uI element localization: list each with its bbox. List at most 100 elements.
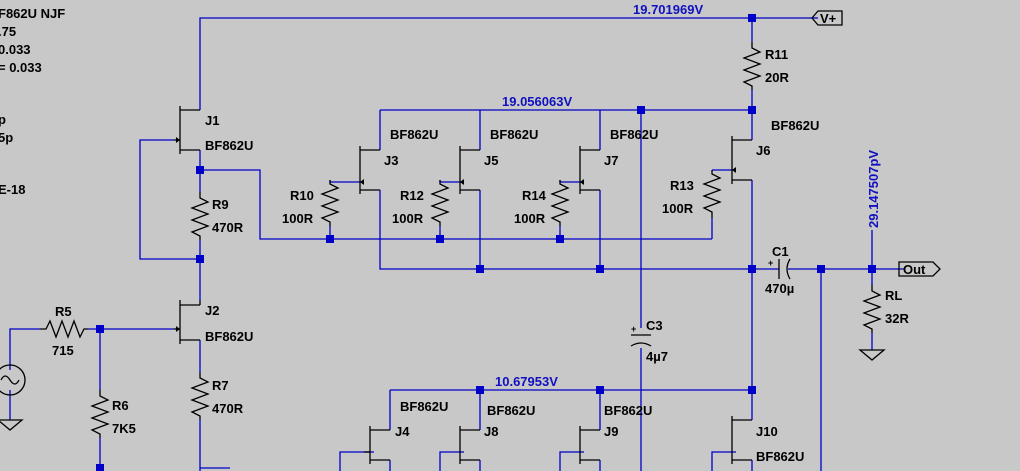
directive-line: F862U NJF bbox=[0, 6, 65, 21]
junction bbox=[748, 265, 756, 273]
wire-output-bus bbox=[379, 190, 752, 270]
net-label-vplus: 19.701969V bbox=[633, 2, 703, 17]
port-out[interactable]: Out bbox=[898, 261, 941, 277]
r10-name: R10 bbox=[290, 188, 314, 203]
net-label-upper-rail: 19.056063V bbox=[502, 94, 572, 109]
wire-j1-gate bbox=[139, 139, 200, 260]
j2-name: J2 bbox=[205, 303, 219, 318]
junction bbox=[596, 386, 604, 394]
port-out-label: Out bbox=[903, 262, 926, 277]
j6-model: BF862U bbox=[771, 118, 819, 133]
junction bbox=[637, 106, 645, 114]
capacitor-c1-symbol[interactable]: + bbox=[768, 258, 791, 280]
j9-model: BF862U bbox=[604, 403, 652, 418]
resistor-r13-symbol[interactable] bbox=[702, 170, 722, 218]
wire-gate-bus bbox=[200, 169, 712, 240]
junction bbox=[196, 255, 204, 263]
junction bbox=[96, 325, 104, 333]
voltage-source-symbol[interactable] bbox=[0, 364, 26, 396]
r7-name: R7 bbox=[212, 378, 229, 393]
r14-value: 100R bbox=[514, 211, 546, 226]
r6-value: 7K5 bbox=[112, 421, 136, 436]
j8-model: BF862U bbox=[487, 403, 535, 418]
wire-j9-gate bbox=[559, 451, 584, 471]
resistor-r10-symbol[interactable] bbox=[320, 180, 340, 226]
wire-j3-gate bbox=[329, 180, 364, 183]
capacitor-c3-symbol[interactable]: + bbox=[630, 324, 652, 348]
r7-value: 470R bbox=[212, 401, 244, 416]
r13-value: 100R bbox=[662, 201, 694, 216]
jfet-j5-symbol[interactable] bbox=[459, 146, 480, 194]
junctions bbox=[96, 14, 876, 471]
junction bbox=[596, 265, 604, 273]
jfet-j10-symbol[interactable] bbox=[731, 416, 752, 464]
svg-text:+: + bbox=[768, 258, 773, 268]
wire-j10-gate bbox=[711, 451, 736, 471]
j4-model: BF862U bbox=[400, 399, 448, 414]
directive-line: .75 bbox=[0, 24, 16, 39]
j7-name: J7 bbox=[604, 153, 618, 168]
r12-value: 100R bbox=[392, 211, 424, 226]
resistor-r5-symbol[interactable] bbox=[40, 319, 88, 339]
jfet-j8-symbol[interactable] bbox=[459, 426, 480, 464]
junction bbox=[868, 265, 876, 273]
junction bbox=[96, 464, 104, 471]
j10-name: J10 bbox=[756, 424, 778, 439]
j3-model: BF862U bbox=[390, 127, 438, 142]
junction bbox=[476, 265, 484, 273]
junction bbox=[436, 235, 444, 243]
net-label-lower-rail: 10.67953V bbox=[495, 374, 558, 389]
port-vplus[interactable]: V+ bbox=[811, 10, 843, 26]
wires bbox=[9, 17, 905, 471]
j4-name: J4 bbox=[395, 424, 410, 439]
j10-model: BF862U bbox=[756, 449, 804, 464]
directive-line: = 0.033 bbox=[0, 60, 42, 75]
resistor-r6-symbol[interactable] bbox=[90, 390, 110, 438]
ground-icon bbox=[0, 419, 24, 431]
resistor-r9-symbol[interactable] bbox=[190, 192, 210, 240]
wire-j4-gate bbox=[339, 451, 374, 471]
jfet-j1-symbol[interactable] bbox=[174, 106, 200, 154]
jfet-j2-symbol[interactable] bbox=[174, 300, 201, 344]
r9-value: 470R bbox=[212, 220, 244, 235]
rl-name: RL bbox=[885, 288, 902, 303]
wire-vplus-rail bbox=[199, 17, 818, 110]
r5-name: R5 bbox=[55, 304, 72, 319]
r10-value: 100R bbox=[282, 211, 314, 226]
resistor-r11-symbol[interactable] bbox=[742, 42, 762, 90]
j8-name: J8 bbox=[484, 424, 498, 439]
jfet-j6-symbol[interactable] bbox=[731, 136, 752, 184]
jfet-j7-symbol[interactable] bbox=[579, 146, 600, 194]
port-vplus-label: V+ bbox=[820, 11, 837, 26]
directive-line: 0.033 bbox=[0, 42, 31, 57]
junction bbox=[748, 386, 756, 394]
r5-value: 715 bbox=[52, 343, 74, 358]
directive-line: E-18 bbox=[0, 182, 25, 197]
r12-name: R12 bbox=[400, 188, 424, 203]
resistor-rl-symbol[interactable] bbox=[862, 285, 882, 333]
j9-name: J9 bbox=[604, 424, 618, 439]
junction bbox=[556, 235, 564, 243]
jfet-j3-symbol[interactable] bbox=[359, 146, 380, 194]
r13-name: R13 bbox=[670, 178, 694, 193]
r9-name: R9 bbox=[212, 197, 229, 212]
wire-source-top bbox=[9, 328, 40, 370]
j3-name: J3 bbox=[384, 153, 398, 168]
jfet-j4-symbol[interactable] bbox=[364, 426, 390, 464]
c1-value: 470µ bbox=[765, 281, 794, 296]
jfet-j9-symbol[interactable] bbox=[579, 426, 600, 464]
resistor-r14-symbol[interactable] bbox=[550, 180, 570, 226]
net-label-output: 29.147507pV bbox=[866, 150, 881, 228]
junction bbox=[817, 265, 825, 273]
svg-text:+: + bbox=[631, 324, 636, 334]
resistor-r7-symbol[interactable] bbox=[190, 372, 210, 420]
resistor-r12-symbol[interactable] bbox=[430, 180, 450, 226]
rl-value: 32R bbox=[885, 311, 909, 326]
j7-model: BF862U bbox=[610, 127, 658, 142]
junction bbox=[326, 235, 334, 243]
wire-j8-gate bbox=[439, 451, 464, 471]
c3-name: C3 bbox=[646, 318, 663, 333]
r11-value: 20R bbox=[765, 70, 789, 85]
